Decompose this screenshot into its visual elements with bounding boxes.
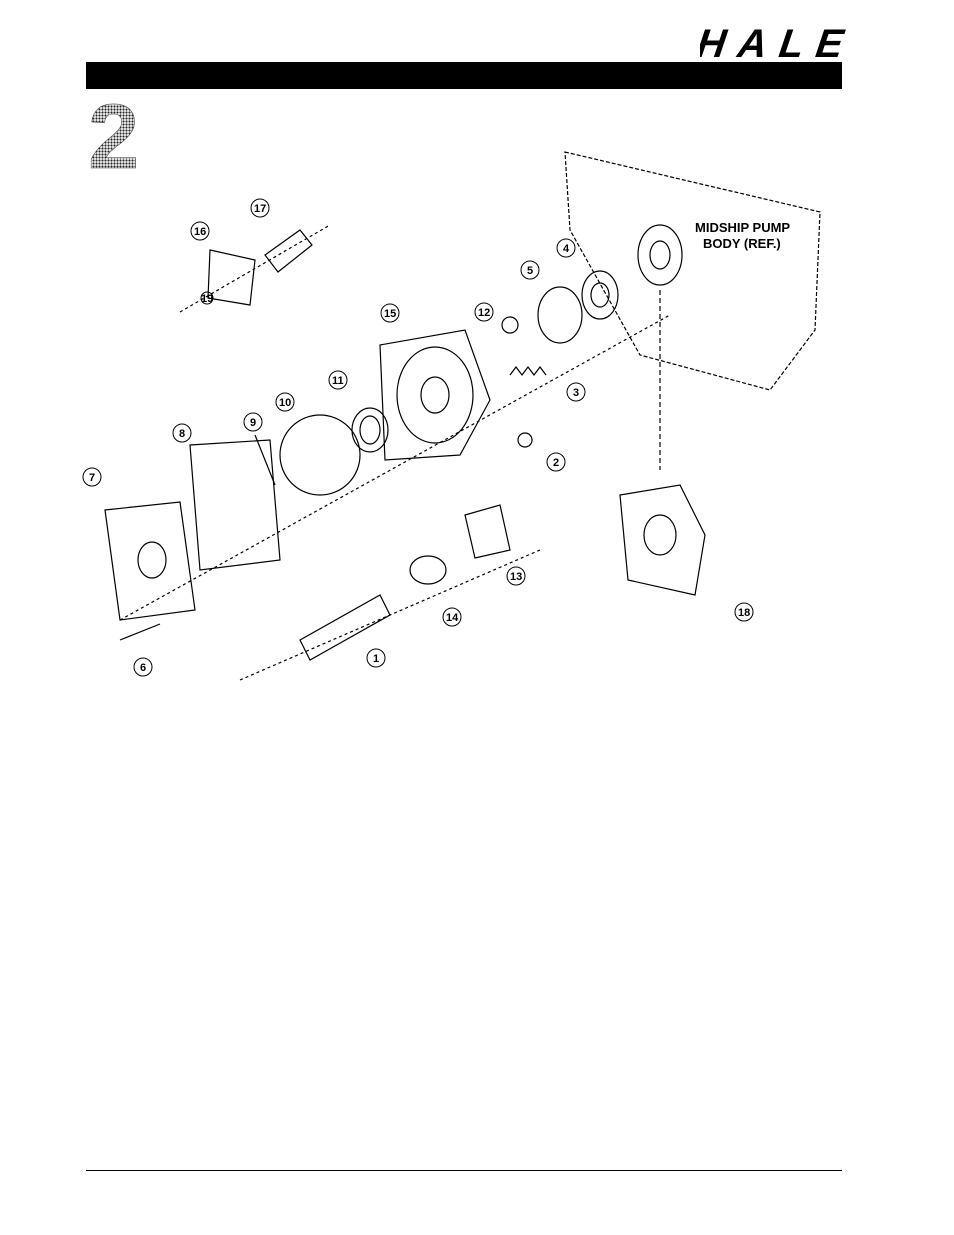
callout-8: 8 [179,428,185,440]
callout-9: 9 [250,417,256,429]
shaft-1 [299,594,391,661]
callout-13: 13 [510,571,522,583]
bearing-4 [581,270,619,320]
chapter-number: 2 [88,96,139,172]
part-2 [517,432,533,448]
chapter-number-graphic: 2 [88,96,140,172]
callout-7: 7 [89,472,95,484]
pump-body-outline [564,151,821,391]
exploded-parts-diagram: MIDSHIP PUMP BODY (REF.) 1 2 3 4 5 6 7 8… [82,151,821,681]
callout-16: 16 [194,226,206,238]
bracket-16 [207,249,256,306]
bolt-9 [254,434,276,486]
seal-11 [351,407,389,453]
logo-text: HALE [700,22,847,62]
bracket-13 [464,504,511,559]
reference-label-line2: BODY (REF.) [703,236,781,251]
callout-17: 17 [254,203,266,215]
o-ring-5 [537,286,583,344]
cover-plate-7 [104,501,196,621]
callout-1: 1 [373,653,379,665]
hale-logo: HALE [700,22,847,62]
plate-10 [279,414,361,496]
reference-label-line1: MIDSHIP PUMP [695,220,790,235]
switch-17 [264,229,313,273]
callout-11: 11 [332,375,344,387]
callout-4: 4 [563,243,570,255]
callout-2: 2 [553,457,559,469]
callout-18: 18 [738,607,750,619]
gasket-8 [189,439,281,571]
callout-19: 19 [201,293,213,305]
callout-3: 3 [573,387,579,399]
callout-14: 14 [446,612,459,624]
bolt-6 [119,623,161,641]
callout-12: 12 [478,307,490,319]
callout-5: 5 [527,265,533,277]
callout-15: 15 [384,308,396,320]
part-12 [501,316,519,334]
header-bar [86,62,842,89]
footer-rule [86,1170,842,1171]
housing-15 [379,329,491,461]
callout-10: 10 [279,397,291,409]
spring-3 [509,366,547,376]
gear-14 [409,555,447,585]
flange-18 [619,484,706,596]
callout-6: 6 [140,662,146,674]
